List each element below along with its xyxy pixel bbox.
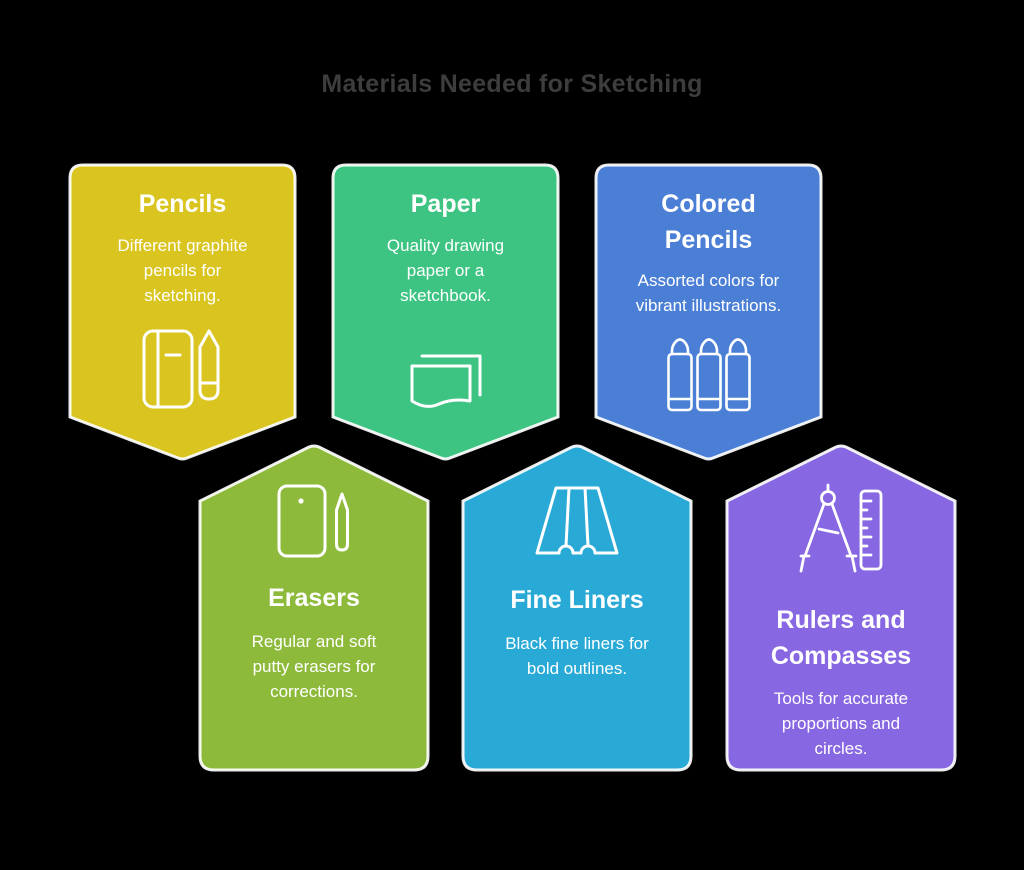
card-rulers-compasses: Rulers and Compasses Tools for accurate … [725,443,957,772]
banner-shape-up [725,444,957,772]
notebook-pencil-icon [139,321,227,413]
card-description: Assorted colors for vibrant illustration… [635,271,782,315]
card-title: Paper [410,190,481,218]
card-title: Colored Pencils [661,190,756,254]
erasers-icon [274,483,354,559]
fine-liner-tips-icon [529,483,625,561]
card-colored-pencils: Colored Pencils Assorted colors for vibr… [594,163,823,462]
card-erasers: Erasers Regular and soft putty erasers f… [198,443,430,772]
crayons-icon [666,331,752,413]
compass-ruler-icon [795,483,887,581]
banner-shape-down [594,163,823,461]
banner-shape-up [461,444,693,772]
card-pencils: Pencils Different graphite pencils for s… [68,163,297,462]
card-paper: Paper Quality drawing paper or a sketchb… [331,163,560,462]
card-title: Pencils [138,190,227,218]
card-description: Different graphite pencils for sketching… [117,235,248,305]
card-description: Quality drawing paper or a sketchbook. [386,235,505,305]
banner-shape-down [68,163,297,461]
card-description: Tools for accurate proportions and circl… [773,689,909,758]
card-title: Erasers [268,584,360,612]
card-description: Regular and soft putty erasers for corre… [251,631,377,701]
paper-sheets-icon [406,351,486,413]
banner-shape-down [331,163,560,461]
banner-shape-up [198,444,430,772]
card-title: Fine Liners [510,586,644,614]
card-title: Rulers and Compasses [770,606,912,670]
card-description: Black fine liners for bold outlines. [505,633,649,678]
card-fine-liners: Fine Liners Black fine liners for bold o… [461,443,693,772]
page-title: Materials Needed for Sketching [321,70,703,98]
